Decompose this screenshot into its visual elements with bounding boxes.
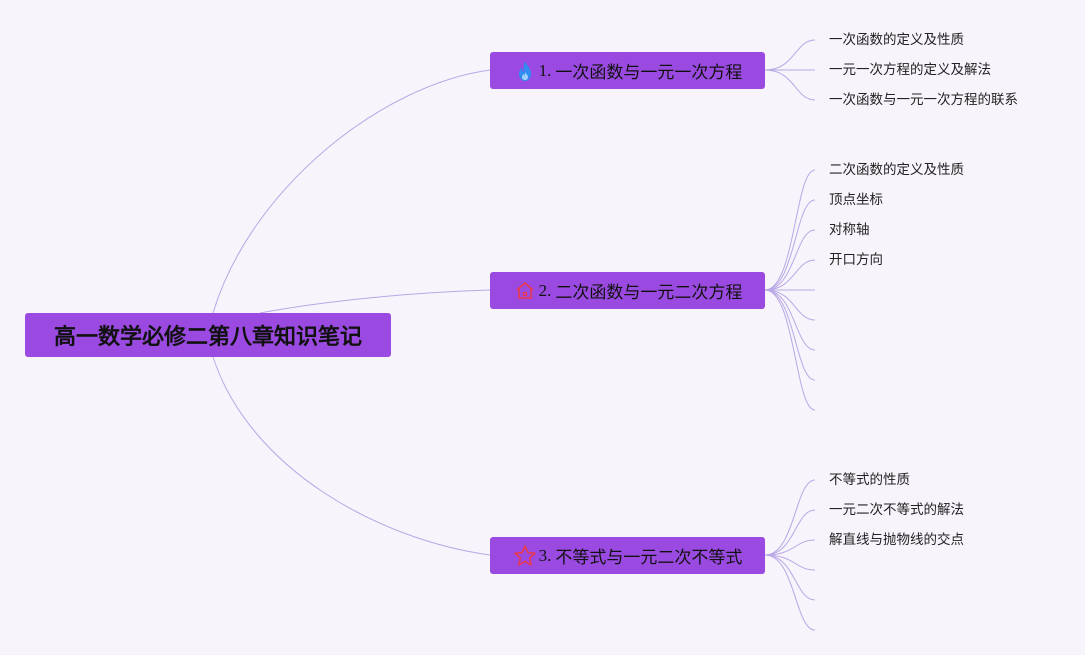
connector-t3-c2	[764, 509, 816, 556]
star-icon	[513, 544, 537, 568]
topic-node-2[interactable]: 2. 二次函数与一元二次方程	[490, 272, 765, 309]
topic-node-1[interactable]: 1. 一次函数与一元一次方程	[490, 52, 765, 89]
topic-2-text: 二次函数与一元二次方程	[555, 283, 743, 303]
connector-t3-c5	[764, 554, 816, 601]
leaf-node[interactable]: 一元二次不等式的解法	[829, 502, 964, 518]
connector-t2-c2	[764, 199, 816, 291]
connector-root-topic-1	[212, 69, 491, 314]
leaf-node[interactable]: 一元一次方程的定义及解法	[829, 62, 991, 78]
leaf-node[interactable]: 开口方向	[829, 252, 883, 268]
connector-t2-c7	[764, 289, 816, 351]
connector-t2-c9	[764, 289, 816, 411]
connector-t2-c6	[764, 289, 816, 321]
connector-t2-c4	[764, 259, 816, 291]
root-node[interactable]: 高一数学必修二第八章知识笔记	[25, 313, 391, 357]
leaf-node[interactable]: 解直线与抛物线的交点	[829, 532, 964, 548]
leaf-node[interactable]: 二次函数的定义及性质	[829, 162, 964, 178]
connector-t3-c6	[764, 554, 816, 631]
home-icon	[513, 279, 537, 303]
leaf-node[interactable]: 不等式的性质	[829, 472, 910, 488]
topic-3-text: 不等式与一元二次不等式	[555, 548, 743, 568]
root-title: 高一数学必修二第八章知识笔记	[53, 325, 362, 350]
leaf-node[interactable]: 一次函数与一元一次方程的联系	[829, 92, 1018, 108]
leaf-node[interactable]: 顶点坐标	[829, 192, 883, 208]
connector-root-topic-2	[259, 289, 491, 314]
topic-1-index: 1.	[538, 60, 552, 80]
leaf-node[interactable]: 一次函数的定义及性质	[829, 32, 964, 48]
connector-t1-c3	[764, 69, 816, 101]
connector-t3-c3	[764, 539, 816, 556]
connector-t2-c1	[764, 169, 816, 291]
connector-t3-c1	[764, 479, 816, 556]
topic-1-text: 一次函数与一元一次方程	[555, 63, 743, 83]
connector-t3-c4	[764, 554, 816, 571]
topic-3-index: 3.	[538, 545, 552, 565]
topic-2-index: 2.	[538, 280, 552, 300]
connector-t2-c3	[764, 229, 816, 291]
leaf-node[interactable]: 对称轴	[829, 222, 870, 238]
connector-t1-c1	[764, 39, 816, 71]
flame-icon	[513, 59, 537, 83]
topic-node-3[interactable]: 3. 不等式与一元二次不等式	[490, 537, 765, 574]
connector-root-topic-3	[212, 356, 491, 556]
